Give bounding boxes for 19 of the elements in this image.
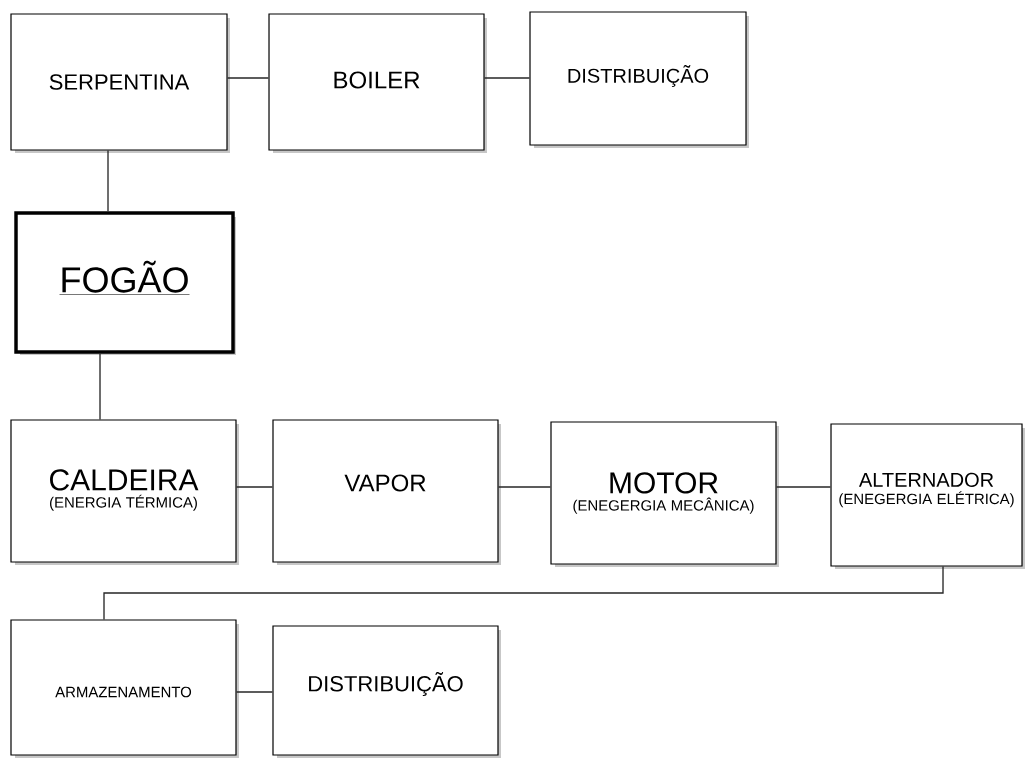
connector-line	[226, 77, 270, 79]
connector-line	[107, 149, 109, 212]
connector-line	[103, 565, 944, 621]
process-box: BOILER	[268, 13, 487, 153]
process-box: VAPOR	[272, 419, 501, 565]
connector-line	[235, 691, 274, 693]
process-box: FOGÃO	[14, 211, 236, 355]
process-box: DISTRIBUIÇÃO	[529, 11, 749, 148]
connector-line	[775, 486, 832, 488]
process-box: MOTOR (ENEGERGIA MECÂNICA)	[550, 421, 779, 567]
process-box: SERPENTINA	[10, 13, 230, 153]
process-box: ALTERNADOR (ENEGERGIA ELÉTRICA)	[830, 423, 1025, 569]
connector-line	[483, 77, 531, 79]
process-box: CALDEIRA (ENERGIA TÉRMICA)	[10, 419, 239, 565]
connector-line	[235, 486, 274, 488]
connector-line	[497, 486, 552, 488]
process-box: DISTRIBUIÇÃO	[272, 625, 501, 758]
connector-line	[99, 353, 101, 421]
process-box: ARMAZENAMENTO	[10, 619, 239, 758]
